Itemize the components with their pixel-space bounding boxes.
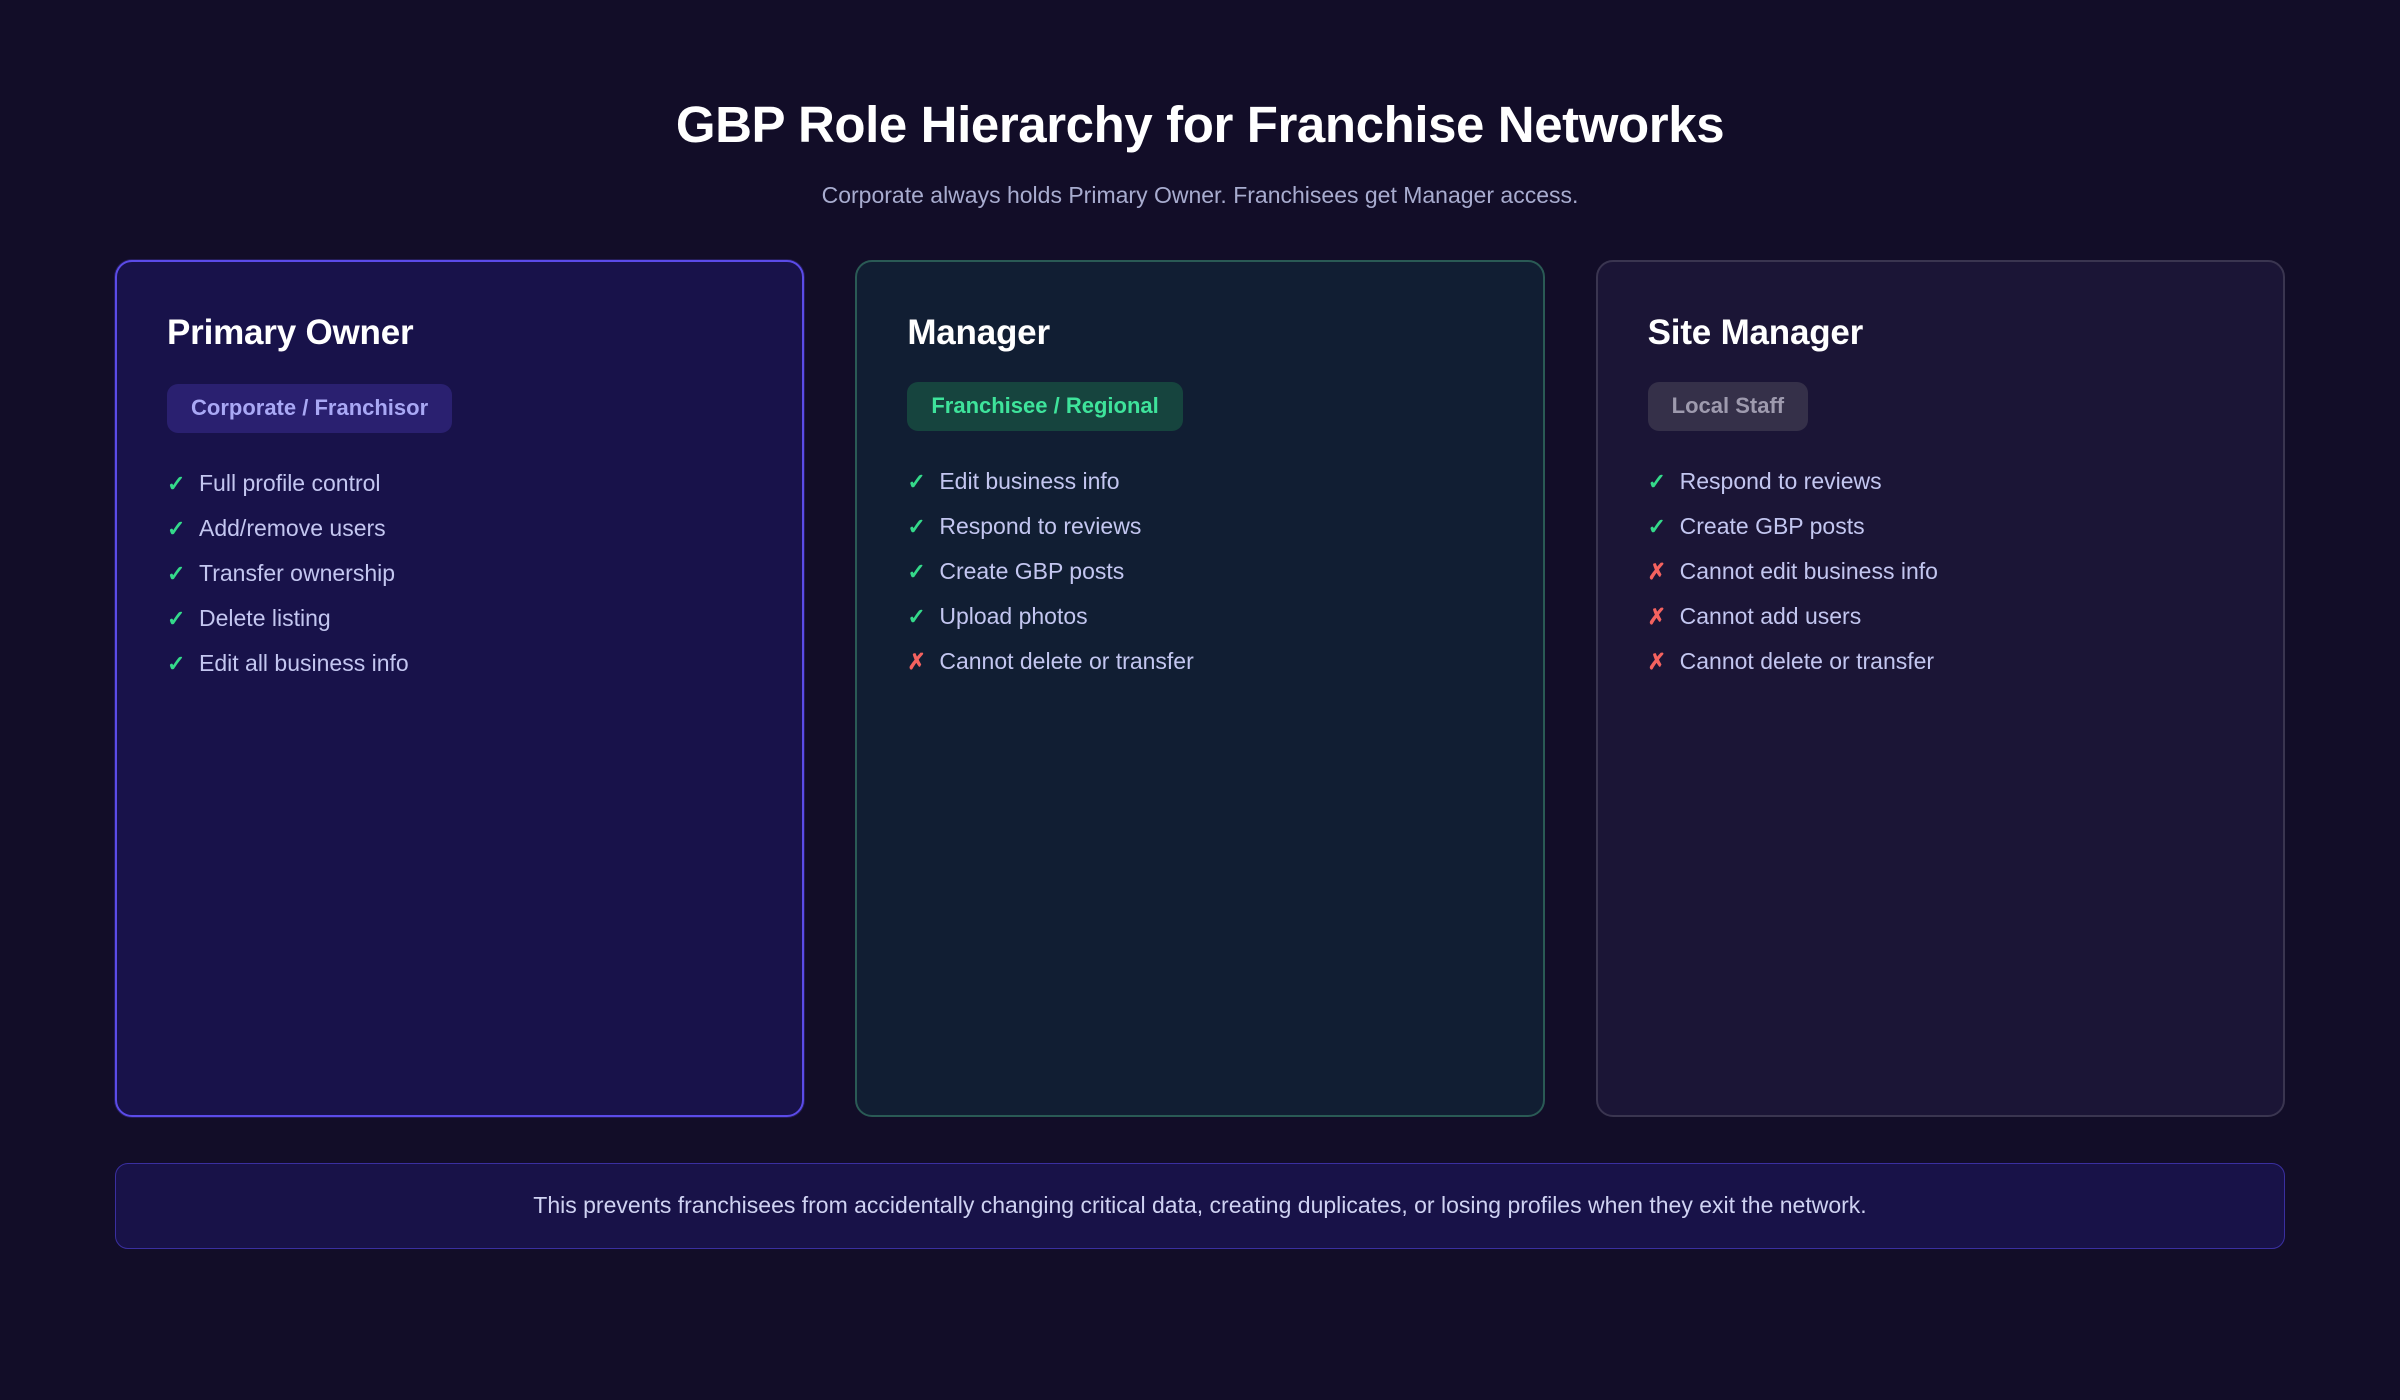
check-icon: ✓: [907, 468, 926, 494]
permission-label: Upload photos: [939, 602, 1088, 629]
permission-label: Respond to reviews: [1679, 467, 1882, 494]
list-item: ✓ Transfer ownership: [167, 558, 752, 589]
permission-list: ✓ Full profile control ✓ Add/remove user…: [167, 468, 752, 679]
permission-label: Create GBP posts: [939, 557, 1125, 584]
role-card-site-manager[interactable]: Site Manager Local Staff ✓ Respond to re…: [1595, 259, 2285, 1117]
list-item: ✓ Create GBP posts: [1648, 511, 2233, 542]
check-icon: ✓: [1647, 513, 1667, 539]
role-cards-row: Primary Owner Corporate / Franchisor ✓ F…: [115, 259, 2285, 1117]
footer-note-banner: This prevents franchisees from accidenta…: [115, 1162, 2285, 1249]
role-badge: Franchisee / Regional: [907, 382, 1183, 431]
check-icon: ✓: [907, 558, 926, 584]
permission-label: Cannot delete or transfer: [1679, 647, 1935, 674]
permission-label: Edit business info: [939, 467, 1120, 494]
permission-label: Cannot edit business info: [1679, 557, 1938, 584]
permission-label: Full profile control: [199, 469, 381, 496]
role-card-manager[interactable]: Manager Franchisee / Regional ✓ Edit bus…: [855, 259, 1545, 1117]
list-item: ✓ Upload photos: [907, 601, 1492, 632]
list-item: ✗ Cannot delete or transfer: [1648, 646, 2233, 677]
page-title: GBP Role Hierarchy for Franchise Network…: [675, 96, 1725, 153]
cross-icon: ✗: [1647, 558, 1667, 584]
role-badge: Local Staff: [1647, 382, 1809, 431]
list-item: ✓ Full profile control: [167, 468, 752, 499]
permission-label: Edit all business info: [199, 649, 409, 676]
cross-icon: ✗: [1647, 648, 1667, 674]
check-icon: ✓: [167, 605, 186, 631]
cross-icon: ✗: [907, 648, 926, 674]
cross-icon: ✗: [1647, 603, 1667, 629]
permission-label: Cannot delete or transfer: [939, 647, 1194, 674]
check-icon: ✓: [167, 515, 186, 541]
footer-note-text: This prevents franchisees from accidenta…: [533, 1192, 1867, 1219]
permission-label: Delete listing: [199, 604, 331, 631]
check-icon: ✓: [1647, 468, 1667, 494]
list-item: ✓ Edit all business info: [167, 648, 752, 679]
permission-label: Create GBP posts: [1679, 512, 1865, 539]
list-item: ✗ Cannot delete or transfer: [907, 646, 1492, 677]
list-item: ✗ Cannot add users: [1648, 601, 2233, 632]
role-card-title: Primary Owner: [167, 312, 414, 352]
list-item: ✓ Create GBP posts: [907, 556, 1492, 587]
page-subtitle: Corporate always holds Primary Owner. Fr…: [821, 181, 1579, 208]
check-icon: ✓: [907, 513, 926, 539]
check-icon: ✓: [167, 560, 186, 586]
role-card-title: Manager: [907, 312, 1050, 352]
list-item: ✓ Add/remove users: [167, 513, 752, 544]
check-icon: ✓: [167, 470, 186, 496]
list-item: ✗ Cannot edit business info: [1648, 556, 2233, 587]
check-icon: ✓: [907, 603, 926, 629]
page-header: GBP Role Hierarchy for Franchise Network…: [115, 0, 2285, 209]
permission-label: Cannot add users: [1679, 602, 1862, 629]
list-item: ✓ Delete listing: [167, 603, 752, 634]
permission-list: ✓ Respond to reviews ✓ Create GBP posts …: [1648, 466, 2233, 677]
role-badge: Corporate / Franchisor: [167, 384, 453, 433]
list-item: ✓ Respond to reviews: [1648, 466, 2233, 497]
check-icon: ✓: [167, 650, 186, 676]
permission-list: ✓ Edit business info ✓ Respond to review…: [907, 466, 1492, 677]
permission-label: Respond to reviews: [939, 512, 1142, 539]
permission-label: Add/remove users: [199, 514, 386, 541]
role-card-primary-owner[interactable]: Primary Owner Corporate / Franchisor ✓ F…: [115, 259, 805, 1117]
list-item: ✓ Edit business info: [907, 466, 1492, 497]
permission-label: Transfer ownership: [199, 559, 396, 586]
list-item: ✓ Respond to reviews: [907, 511, 1492, 542]
role-card-title: Site Manager: [1647, 312, 1864, 352]
